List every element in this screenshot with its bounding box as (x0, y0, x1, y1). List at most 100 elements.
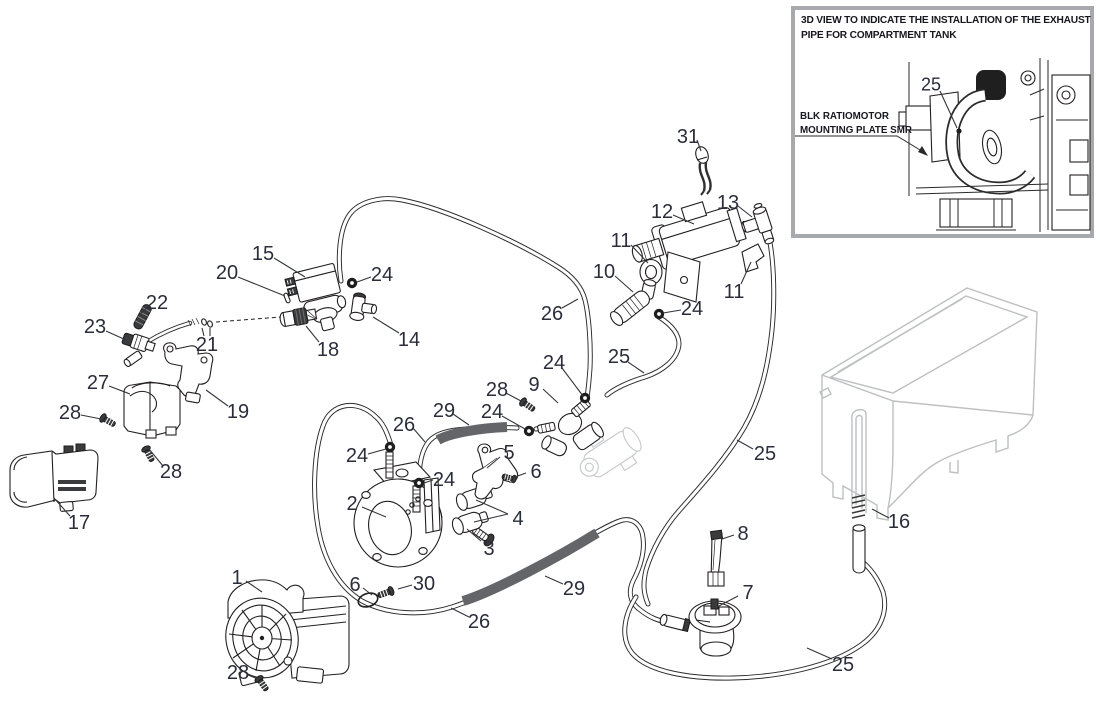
leader-line (367, 448, 387, 455)
callout-28: 28 (486, 379, 508, 401)
leader-line (696, 139, 702, 152)
part-23-fitting (121, 332, 156, 368)
grommet-24 (413, 477, 425, 489)
callout-14: 14 (398, 329, 420, 351)
tube-26-valve-to-fitting (336, 196, 593, 400)
leader-line (561, 367, 584, 397)
tube-25-pump-down (641, 240, 777, 607)
part-22-spring (133, 304, 152, 330)
part-28-screw-a (97, 412, 118, 430)
leader-line (356, 276, 372, 283)
part-14-elbow (349, 292, 378, 321)
leader-line (105, 330, 127, 341)
part-7-sensor-unit (659, 598, 742, 657)
tubing (144, 196, 888, 681)
callout-26: 26 (541, 303, 563, 325)
leader-line (245, 580, 263, 593)
callout-24: 24 (371, 264, 393, 286)
callout-21: 21 (196, 334, 218, 356)
leader-line (473, 513, 509, 523)
tube-25-bottom-loop (622, 557, 888, 681)
leader-line (475, 499, 509, 515)
leader-line (452, 413, 470, 426)
leader-line (486, 456, 501, 469)
callout-19: 19 (227, 401, 249, 423)
callout-1: 1 (231, 567, 242, 589)
callout-30: 30 (413, 573, 435, 595)
leader-line (736, 439, 754, 450)
leader-line (361, 506, 387, 518)
callout-2: 2 (346, 493, 357, 515)
leader-line (80, 414, 102, 420)
leader-line (466, 528, 482, 542)
part-20-pin (283, 292, 291, 304)
callout-22: 22 (146, 292, 168, 314)
inset-3d-view (898, 58, 1091, 232)
callout-25: 25 (921, 74, 941, 94)
assembly-axis-dashed-line (215, 316, 282, 323)
inset-plate-arrow (795, 135, 928, 156)
leader-line (205, 389, 229, 407)
callout-24: 24 (481, 401, 503, 423)
sleeve-29-lower (461, 528, 600, 606)
grommet-24 (384, 441, 396, 453)
leader-line (614, 275, 634, 293)
leader-line (544, 575, 564, 585)
callout-18: 18 (317, 339, 339, 361)
callout-8: 8 (737, 523, 748, 545)
callout-15: 15 (252, 243, 274, 265)
leader-line (397, 584, 413, 590)
part-1-fan-housing (225, 579, 350, 687)
callout-24: 24 (346, 445, 368, 467)
part-28-screw-d (517, 396, 538, 415)
leader-line (627, 361, 645, 374)
parts (9, 146, 866, 694)
callout-20: 20 (216, 262, 238, 284)
leader-line (740, 261, 752, 285)
part-30-screw (376, 585, 396, 601)
leader-line (305, 325, 320, 343)
callout-4: 4 (512, 508, 523, 530)
callout-24: 24 (681, 298, 703, 320)
leader-line (148, 448, 164, 467)
callout-31: 31 (677, 126, 699, 148)
leader-line (108, 385, 131, 395)
callout-17: 17 (68, 512, 90, 534)
part-21-washers (201, 318, 213, 328)
leader-line (53, 497, 71, 517)
sleeve-29-upper (435, 422, 508, 445)
callout-13: 13 (717, 192, 739, 214)
inset-title: 3D VIEW TO INDICATE THE INSTALLATION OF … (801, 13, 1093, 44)
inset-plate-label-line1: BLK RATIOMOTOR (800, 111, 889, 122)
leader-line (630, 244, 649, 264)
callout-12: 12 (651, 201, 673, 223)
inset-callout-dot (956, 128, 962, 134)
leader-line (939, 90, 958, 129)
part-10-inlet-fitting (610, 279, 657, 326)
callout-26: 26 (393, 414, 415, 436)
pipe-23-bent (144, 317, 200, 345)
part-2-housing (353, 451, 443, 568)
tube-25-fitting-to-pump (604, 314, 682, 398)
leader-line (372, 316, 400, 334)
inset-box (791, 6, 1094, 238)
leader-line (247, 674, 259, 680)
callout-7: 7 (742, 582, 753, 604)
callout-25: 25 (608, 346, 630, 368)
callout-23: 23 (84, 316, 106, 338)
inset-plate-label: BLK RATIOMOTOR MOUNTING PLATE SMR (800, 110, 912, 138)
leader-line (450, 607, 470, 618)
callout-28: 28 (227, 662, 249, 684)
part-4-plugs (451, 487, 493, 535)
callout-11: 11 (611, 230, 632, 252)
inset-plate-label-line2: MOUNTING PLATE SMR (800, 125, 912, 137)
leader-line (423, 479, 434, 484)
part-6-gasket-ring (357, 592, 379, 608)
callout-29: 29 (433, 400, 455, 422)
callout-6: 6 (530, 461, 541, 483)
leader-line (672, 214, 695, 225)
part-31-cable (695, 146, 712, 196)
